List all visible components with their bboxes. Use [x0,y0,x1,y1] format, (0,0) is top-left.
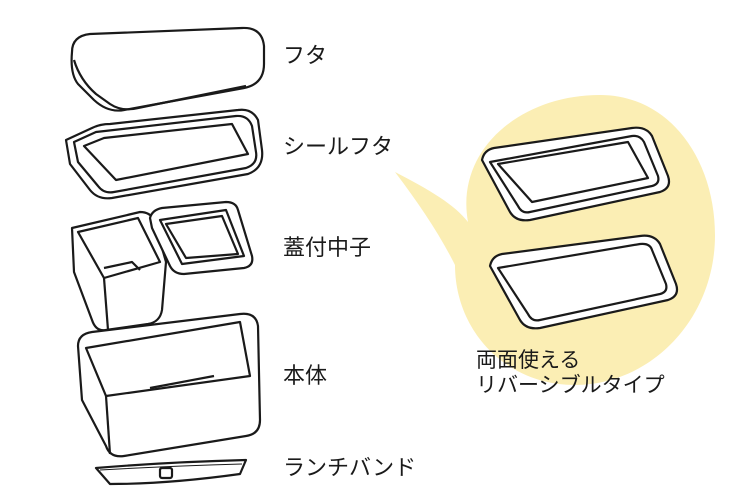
reversible-caption-line2: リバーシブルタイプ [476,373,665,397]
inner-box-illustration [70,210,168,332]
reversible-lid-bottom-illustration [488,234,679,330]
label-body: 本体 [283,364,328,389]
label-seal-lid: シールフタ [283,135,394,160]
reversible-caption: 両面使える リバーシブルタイプ [476,348,665,398]
lunch-band-illustration [94,458,248,486]
seal-lid-illustration [64,108,264,200]
label-inner-box: 蓋付中子 [283,236,372,261]
reversible-caption-line1: 両面使える [476,348,581,372]
inner-lid-illustration [148,200,254,276]
label-lid: フタ [283,44,328,69]
label-lunch-band: ランチバンド [283,456,417,481]
lid-illustration [70,26,266,112]
reversible-lid-top-illustration [480,126,671,222]
body-illustration [76,312,262,458]
